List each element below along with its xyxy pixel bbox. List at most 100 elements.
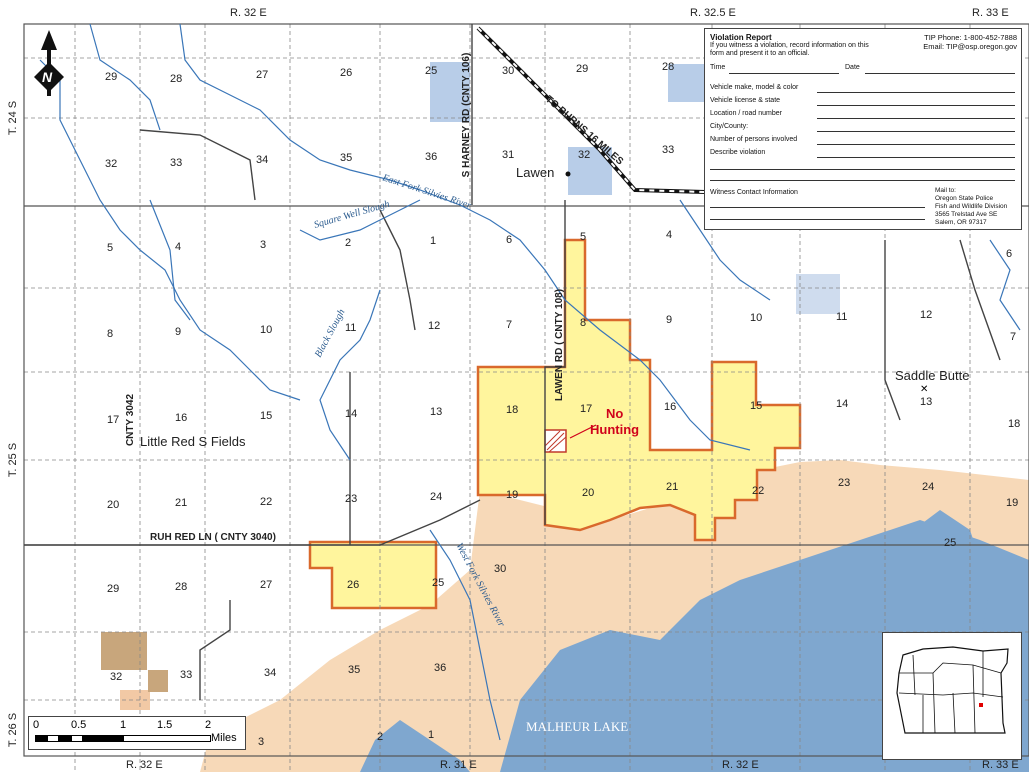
township-label: T. 24 S — [7, 101, 19, 135]
section-number: 21 — [175, 497, 187, 509]
section-number: 33 — [170, 157, 182, 169]
section-number: 9 — [175, 326, 181, 338]
lake-label: MALHEUR LAKE — [526, 719, 628, 734]
date-line[interactable] — [865, 73, 1015, 74]
section-numbers: 29 28 27 26 25 30 29 28 32 33 34 35 36 3… — [105, 61, 1020, 748]
scale-label: 1.5 — [157, 719, 173, 731]
section-number: 32 — [578, 149, 590, 161]
section-number: 14 — [345, 408, 357, 420]
section-number: 29 — [107, 583, 119, 595]
no-hunting-label: No Hunting — [569, 406, 639, 439]
section-number: 5 — [580, 231, 586, 243]
section-number: 18 — [506, 404, 518, 416]
range-label: R. 33 E — [982, 759, 1019, 771]
range-label: R. 32.5 E — [690, 7, 736, 19]
field-line[interactable] — [817, 131, 1015, 132]
rivers — [39, 23, 1021, 741]
section-number: 8 — [107, 328, 113, 340]
section-number: 4 — [666, 229, 672, 241]
mail-line: Oregon State Police — [935, 195, 994, 202]
section-number: 17 — [107, 414, 119, 426]
section-number: 28 — [170, 73, 182, 85]
field-line[interactable] — [710, 169, 1015, 170]
field-line[interactable] — [710, 207, 925, 208]
scale-segment — [71, 735, 83, 742]
section-number: 11 — [836, 311, 847, 323]
section-number: 7 — [1010, 331, 1016, 343]
scale-label: 0.5 — [71, 719, 87, 731]
no-hunting-arrow — [569, 424, 597, 439]
section-number: 5 — [107, 242, 113, 254]
tip-email: Email: TIP@osp.oregon.gov — [923, 42, 1017, 51]
section-number: 10 — [750, 312, 762, 324]
field-line[interactable] — [817, 118, 1015, 119]
section-number: 12 — [428, 320, 440, 332]
section-number: 34 — [264, 667, 276, 679]
range-label: R. 31 E — [440, 759, 477, 771]
no-hunting-text: No — [606, 406, 623, 421]
section-number: 35 — [348, 664, 360, 676]
section-number: 19 — [1006, 497, 1018, 509]
section-number: 26 — [347, 579, 359, 591]
violation-instructions: If you witness a violation, record infor… — [710, 42, 869, 57]
range-label: R. 33 E — [972, 7, 1009, 19]
peak-icon: ✕ — [920, 384, 928, 395]
scale-label: 1 — [120, 719, 127, 731]
section-number: 22 — [752, 485, 764, 497]
section-number: 12 — [920, 309, 932, 321]
north-letter: N — [42, 69, 53, 85]
field-label: Number of persons involved — [710, 136, 798, 143]
section-number: 8 — [580, 317, 586, 329]
field-line[interactable] — [817, 92, 1015, 93]
town-dot — [565, 171, 571, 177]
section-number: 17 — [580, 403, 592, 415]
section-number: 21 — [666, 481, 678, 493]
section-number: 1 — [430, 235, 436, 247]
mail-address: Mail to: Oregon State Police Fish and Wi… — [935, 187, 1007, 227]
section-number: 16 — [175, 412, 187, 424]
section-number: 14 — [836, 398, 848, 410]
field-line[interactable] — [817, 157, 1015, 158]
section-number: 20 — [582, 487, 594, 499]
oregon-locator-map — [882, 632, 1022, 760]
section-number: 28 — [662, 61, 674, 73]
section-number: 27 — [260, 579, 272, 591]
section-number: 35 — [340, 152, 352, 164]
section-number: 19 — [506, 489, 518, 501]
section-number: 32 — [105, 158, 117, 170]
section-number: 30 — [502, 65, 514, 77]
slough-label-square-well: Square Well Slough — [313, 199, 391, 231]
mail-line: Fish and Wildlife Division — [935, 203, 1008, 210]
section-number: 22 — [260, 496, 272, 508]
tip-phone: TIP Phone: 1-800-452-7888 — [924, 33, 1017, 42]
section-number: 11 — [345, 322, 356, 334]
section-number: 2 — [377, 731, 383, 743]
section-number: 25 — [432, 577, 444, 589]
section-number: 7 — [506, 319, 512, 331]
section-number: 20 — [107, 499, 119, 511]
field-line[interactable] — [710, 180, 1015, 181]
township-label: T. 25 S — [7, 443, 19, 477]
oregon-outline — [896, 646, 1009, 734]
township-label: T. 26 S — [7, 713, 19, 747]
no-hunting-text: Hunting — [590, 422, 639, 437]
time-line[interactable] — [729, 73, 839, 74]
field-line[interactable] — [710, 219, 925, 220]
range-labels: R. 32 E R. 32.5 E R. 33 E R. 32 E R. 31 … — [7, 7, 1019, 771]
section-number: 36 — [425, 151, 437, 163]
blm-land — [101, 632, 168, 692]
railroad-to-burns — [476, 26, 706, 194]
section-number: 23 — [838, 477, 850, 489]
section-number: 3 — [258, 736, 264, 748]
place-saddle-butte: Saddle Butte — [895, 368, 969, 383]
time-label: Time — [710, 64, 726, 71]
violation-contact: TIP Phone: 1-800-452-7888 Email: TIP@osp… — [923, 33, 1017, 51]
scale-segment — [47, 735, 59, 742]
scale-bar: 0 0.5 1 1.5 2 Miles — [28, 716, 246, 750]
section-number: 28 — [175, 581, 187, 593]
section-number: 10 — [260, 324, 272, 336]
section-number: 30 — [494, 563, 506, 575]
field-line[interactable] — [817, 144, 1015, 145]
field-line[interactable] — [817, 105, 1015, 106]
section-number: 24 — [430, 491, 442, 503]
